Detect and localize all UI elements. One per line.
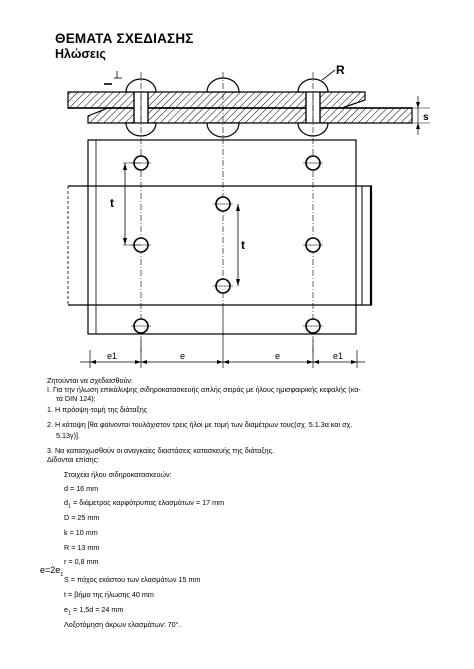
task-item2: 1. Η πρόοψη-τομή της διάταξης <box>47 405 148 414</box>
label-e-right: e <box>275 351 280 361</box>
spec-S: S = πάχος εκάστου των ελασμάτων 15 mm <box>64 575 201 584</box>
spec-k: k = 10 mm <box>64 528 98 537</box>
plan-view <box>67 139 373 335</box>
given-heading: Δίδονται επίσης: <box>47 455 100 464</box>
spec-d1: d1 = διάμετρος καρφότρυπας ελασμάτων = 1… <box>64 498 225 510</box>
spec-D: D = 25 mm <box>64 513 100 522</box>
task-item3-line2: 5.13γ)]. <box>56 431 80 440</box>
center-lines <box>140 72 314 355</box>
task-item1-line1: Ι. Για την ήλωση επικάλυψης σιδηροκατασκ… <box>47 385 361 394</box>
section-view <box>67 69 430 138</box>
rivet-heading: Στοιχεία ήλου σιδηροκατασκευών: <box>64 470 172 479</box>
task-item1-line2: τά DIN 124): <box>56 394 96 403</box>
task-item3-line1: 2. Η κάτοψη [θα φαίνονται τουλάχιστον τρ… <box>47 420 353 429</box>
plan-plate-upper <box>87 139 357 335</box>
label-s: s <box>423 112 429 123</box>
spec-e-equation: e=2e1 <box>40 565 64 578</box>
task-intro: Ζητούνται να σχεδιασθούν: <box>47 376 133 385</box>
bottom-plate <box>87 107 413 124</box>
spec-R: R = 13 mm <box>64 543 100 552</box>
task-item4: 3. Να κατασχωσθούν οι αναγκαίες διαστάσε… <box>47 446 275 455</box>
spec-r: r = 0,8 mm <box>64 557 99 566</box>
spec-d: d = 16 mm <box>64 484 99 493</box>
bottom-dimensions <box>80 305 365 368</box>
spec-bevel: Λοξοτόμηση άκρων ελασμάτων: 70°. <box>64 620 181 629</box>
spec-e1: e1 = 1,5d = 24 mm <box>64 605 124 617</box>
page-subtitle: Ηλώσεις <box>55 47 106 61</box>
label-e1-right: e1 <box>333 351 343 361</box>
label-t-right: t <box>241 238 245 252</box>
label-e-left: e <box>180 351 185 361</box>
label-e1-left: e1 <box>107 351 117 361</box>
label-R: R <box>336 63 345 77</box>
page-title: ΘΕΜΑΤΑ ΣΧΕΔΙΑΣΗΣ <box>55 31 194 46</box>
spec-t: t = βήμα της ήλωσης 40 mm <box>64 590 154 599</box>
label-t-left: t <box>110 196 114 210</box>
